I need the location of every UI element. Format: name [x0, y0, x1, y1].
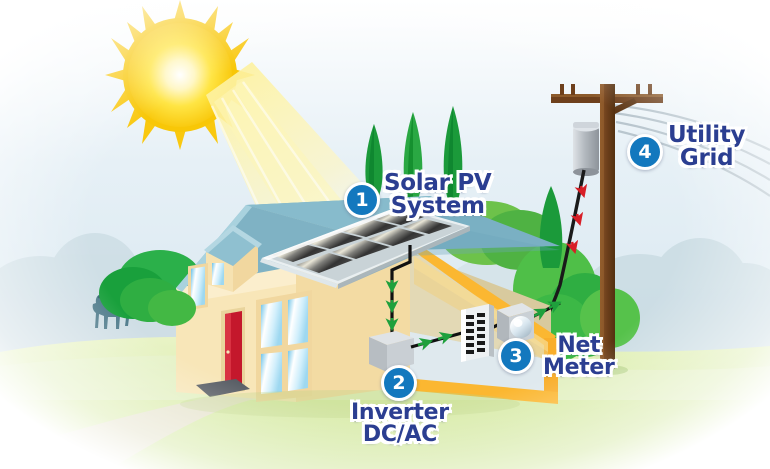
callout-badge-2[interactable]: 2	[381, 365, 417, 401]
callout-badge-1[interactable]: 1	[344, 182, 380, 218]
callout-badge-4[interactable]: 4	[627, 134, 663, 170]
callout-badge-3[interactable]: 3	[498, 338, 534, 374]
callout-label-solar-pv-system: Solar PV System	[384, 170, 492, 220]
callout-label-net-meter: Net Meter	[543, 333, 615, 381]
callout-label-inverter: Inverter DC/AC	[351, 400, 449, 448]
callout-label-utility-grid: Utility Grid	[668, 122, 746, 172]
